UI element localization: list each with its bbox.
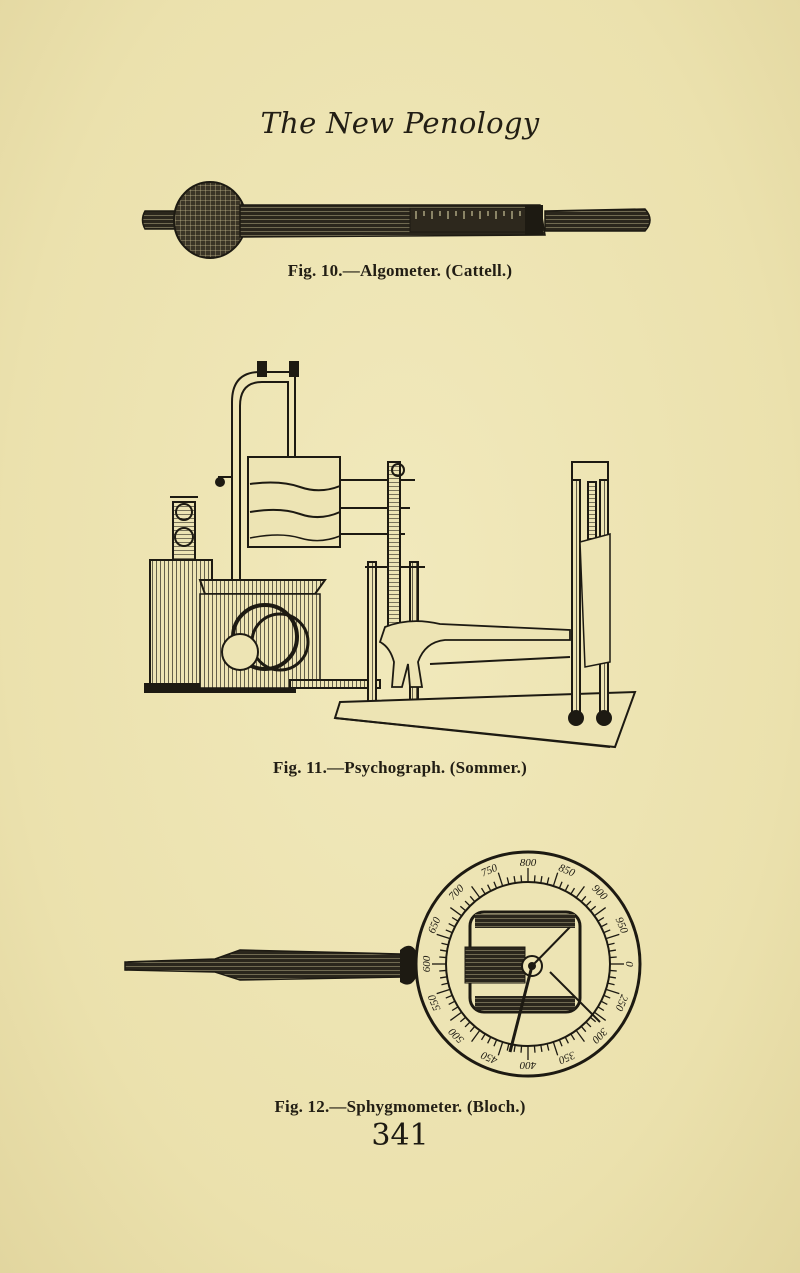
dial-tick (533, 875, 536, 883)
dial-tick (520, 875, 523, 883)
dial-tick (439, 956, 447, 959)
dial-tick (609, 969, 617, 972)
dial-tick (471, 885, 481, 899)
figure-11-caption: Fig. 11.—Psychograph. (Sommer.) (273, 758, 527, 777)
dial-tick (439, 976, 448, 979)
dial-tick (441, 982, 449, 986)
dial-tick (464, 1021, 471, 1028)
dial-tick (480, 1033, 486, 1041)
algometer-illustration (141, 181, 651, 259)
dial-tick (546, 877, 550, 885)
dial-tick (564, 1036, 569, 1044)
dial-tick (585, 1021, 592, 1028)
dial-tick (585, 900, 592, 907)
dial-label: 450 (479, 1048, 499, 1066)
dial-tick (533, 1045, 536, 1053)
dial-label: 0 (623, 961, 635, 967)
dial-tick (552, 1041, 559, 1056)
dial-tick (575, 1029, 585, 1043)
dial-tick (570, 1033, 576, 1041)
dial-tick (451, 916, 459, 922)
dial-tick (600, 923, 608, 928)
dial-tick (580, 1025, 587, 1033)
dial-tick (589, 905, 597, 912)
dial-tick (564, 884, 569, 892)
dial-tick (607, 942, 615, 946)
dial-tick (540, 1044, 543, 1053)
dial-tick (487, 884, 492, 892)
dial-tick (605, 933, 620, 940)
dial-tick (469, 1025, 476, 1033)
dial-tick (469, 895, 476, 903)
dial-tick (471, 1029, 481, 1043)
dial-tick (436, 988, 451, 995)
dial-tick (448, 923, 456, 928)
dial-tick (597, 1006, 605, 1012)
dial-tick (441, 942, 449, 946)
dial-tick (480, 887, 486, 895)
dial-tick (605, 988, 620, 995)
dial-tick (608, 949, 617, 952)
dial-tick (459, 905, 467, 912)
dial-tick (520, 1045, 523, 1053)
dial-tick (589, 1016, 597, 1023)
dial-tick (607, 982, 615, 986)
dial-tick (439, 949, 448, 952)
dial-tick (593, 907, 607, 917)
figure-10-caption: Fig. 10.—Algometer. (Cattell.) (287, 261, 513, 280)
dial-tick (540, 875, 543, 884)
dial-tick (603, 929, 611, 934)
dial-tick (600, 1000, 608, 1005)
dial-tick (570, 887, 576, 895)
dial-label: 400 (519, 1059, 536, 1071)
dial-tick (451, 1006, 459, 1012)
dial-tick (449, 1011, 463, 1021)
dial-tick (558, 1039, 563, 1047)
figure-12-caption: Fig. 12.—Sphygmometer. (Bloch.) (274, 1097, 526, 1116)
dial-tick (597, 916, 605, 922)
dial-label: 800 (520, 857, 537, 869)
dial-label: 600 (421, 955, 433, 972)
dial-tick (552, 872, 559, 887)
dial-tick (497, 1041, 504, 1056)
dial-tick (493, 1039, 498, 1047)
dial-tick (436, 933, 451, 940)
dial-tick (609, 956, 617, 959)
dial-tick (464, 900, 471, 907)
dial-tick (603, 994, 611, 999)
dial-tick (513, 875, 516, 884)
dial-tick (506, 1043, 510, 1051)
dial-tick (608, 976, 617, 979)
dial-tick (445, 929, 453, 934)
dial-tick (487, 1036, 492, 1044)
dial-label: 250 (612, 993, 630, 1013)
psychograph-illustration (144, 361, 637, 749)
dial-tick (558, 881, 563, 889)
page-number: 341 (371, 1118, 429, 1153)
dial-tick (493, 881, 498, 889)
dial-tick (580, 895, 587, 903)
dial-tick (575, 885, 585, 899)
dial-tick (497, 872, 504, 887)
dial-tick (448, 1000, 456, 1005)
dial-tick (513, 1044, 516, 1053)
dial-tick (449, 907, 463, 917)
dial-tick (546, 1043, 550, 1051)
dial-label: 550 (426, 992, 444, 1012)
running-head: The New Penology (260, 106, 540, 140)
dial-tick (445, 994, 453, 999)
dial-tick (459, 1016, 467, 1023)
dial-tick (593, 1011, 607, 1021)
dial-tick (506, 877, 510, 885)
dial-tick (439, 969, 447, 972)
